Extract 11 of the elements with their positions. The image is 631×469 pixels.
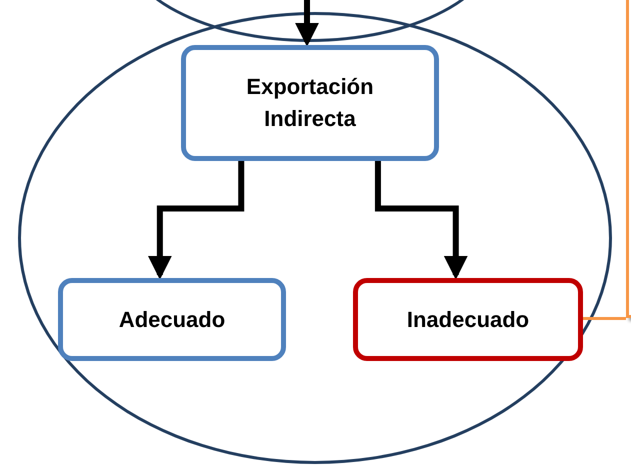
ellipse-shape <box>18 12 612 464</box>
node-label: Adecuado <box>118 306 226 334</box>
connector-line <box>580 317 626 320</box>
process-box <box>181 45 439 161</box>
arrow <box>374 158 468 280</box>
process-box <box>58 278 286 361</box>
node-label: Exportación Indirecta <box>245 73 375 133</box>
process-box <box>353 278 583 361</box>
node-label: Inadecuado <box>406 306 530 334</box>
arrow <box>148 158 244 280</box>
arrow <box>295 0 319 47</box>
